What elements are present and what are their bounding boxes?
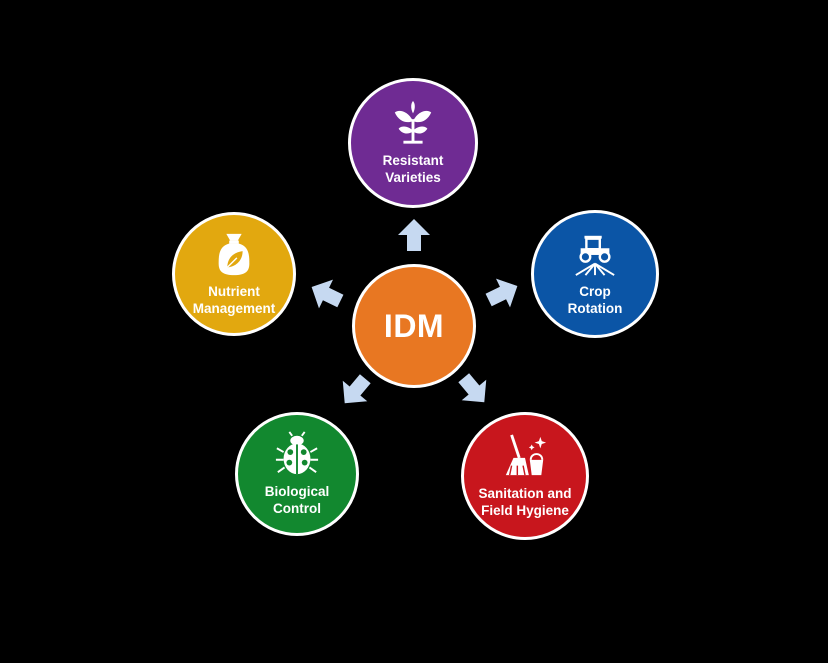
node-resistant-varieties: Resistant Varieties xyxy=(348,78,478,208)
node-label: Resistant Varieties xyxy=(382,153,444,185)
node-sanitation-field-hygiene: Sanitation and Field Hygiene xyxy=(461,412,589,540)
node-biological-control: Biological Control xyxy=(235,412,359,536)
arrow-to-resistant-varieties xyxy=(398,219,430,251)
node-label: Sanitation and Field Hygiene xyxy=(478,486,572,518)
center-label: IDM xyxy=(383,307,445,344)
tractor-icon xyxy=(575,235,615,276)
plant-seedling-icon xyxy=(394,100,432,144)
broom-bucket-icon xyxy=(505,434,547,476)
node-label: Nutrient Management xyxy=(192,284,276,316)
arrow-to-nutrient-management xyxy=(311,279,344,309)
arrow-to-crop-rotation xyxy=(485,278,518,308)
arrow-to-sanitation-field-hygiene xyxy=(458,373,487,403)
center-node-idm: IDM xyxy=(352,264,476,388)
ladybug-icon xyxy=(275,431,319,475)
node-nutrient-management: Nutrient Management xyxy=(172,212,296,336)
node-label: Crop Rotation xyxy=(567,284,623,316)
node-label: Biological Control xyxy=(264,484,330,516)
fertilizer-bag-icon xyxy=(218,233,250,276)
arrow-to-biological-control xyxy=(342,374,371,404)
node-crop-rotation: Crop Rotation xyxy=(531,210,659,338)
